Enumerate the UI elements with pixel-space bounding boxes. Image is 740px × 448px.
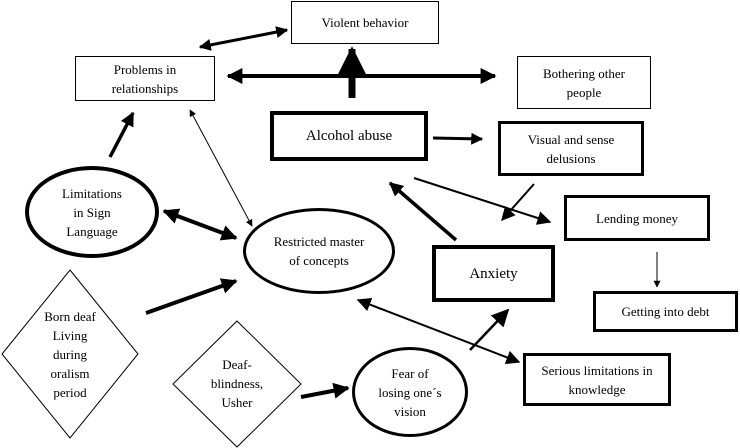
node-label: Restricted master of concepts (273, 234, 365, 268)
node-fear-of-losing-vision: Fear of losing one´s vision (352, 347, 468, 437)
node-lending-money: Lending money (564, 195, 710, 241)
born-deaf-label: Born deaf Living during oralism period (44, 309, 96, 400)
arrow-deafblind-fear (300, 382, 350, 399)
node-restricted-master-of-concepts: Restricted master of concepts (243, 208, 395, 294)
node-label: Problems in relationships (111, 61, 179, 96)
arrow-alcohol-delusions (432, 132, 484, 145)
node-label: Bothering other people (543, 65, 625, 100)
born-deaf-diamond (1, 269, 139, 439)
node-label: Violent behavior (321, 15, 409, 30)
arrow-delusions-anxiety (501, 183, 535, 222)
arrow-signlang-concepts (162, 208, 238, 241)
node-violent-behavior: Violent behavior (291, 1, 439, 44)
node-anxiety: Anxiety (432, 245, 555, 302)
deaf-blindness-label: Deaf- blindness, Usher (210, 357, 264, 410)
node-label: Fear of losing one´s vision (378, 365, 442, 419)
arrow-anxiety-alcohol (388, 181, 458, 242)
arrow-concepts-knowledge (356, 297, 521, 365)
arrow-alcohol-lending (413, 177, 552, 225)
node-label: Alcohol abuse (305, 128, 393, 144)
node-serious-limitations-in-knowledge: Serious limitations in knowledge (523, 353, 671, 406)
arrow-fear-anxiety (469, 308, 510, 351)
node-bothering-other-people: Bothering other people (517, 56, 651, 109)
arrow-signlang-relationships (108, 111, 135, 158)
node-label: Visual and sense delusions (527, 131, 615, 166)
arrow-relationships-concepts (189, 109, 253, 227)
node-getting-into-debt: Getting into debt (593, 291, 738, 332)
node-limitations-in-sign-language: Limitations in Sign Language (25, 166, 159, 258)
arrow-borndeaf-concepts (145, 278, 238, 315)
node-visual-and-sense-delusions: Visual and sense delusions (498, 121, 644, 176)
node-problems-in-relationships: Problems in relationships (75, 56, 215, 101)
node-alcohol-abuse: Alcohol abuse (270, 111, 428, 161)
node-label: Limitations in Sign Language (62, 185, 122, 239)
node-label: Serious limitations in knowledge (541, 362, 653, 397)
deaf-blindness-diamond (172, 320, 302, 448)
arrow-relationships-violent (198, 26, 289, 51)
node-label: Anxiety (469, 265, 518, 282)
node-label: Getting into debt (621, 304, 710, 319)
node-label: Lending money (596, 210, 678, 226)
